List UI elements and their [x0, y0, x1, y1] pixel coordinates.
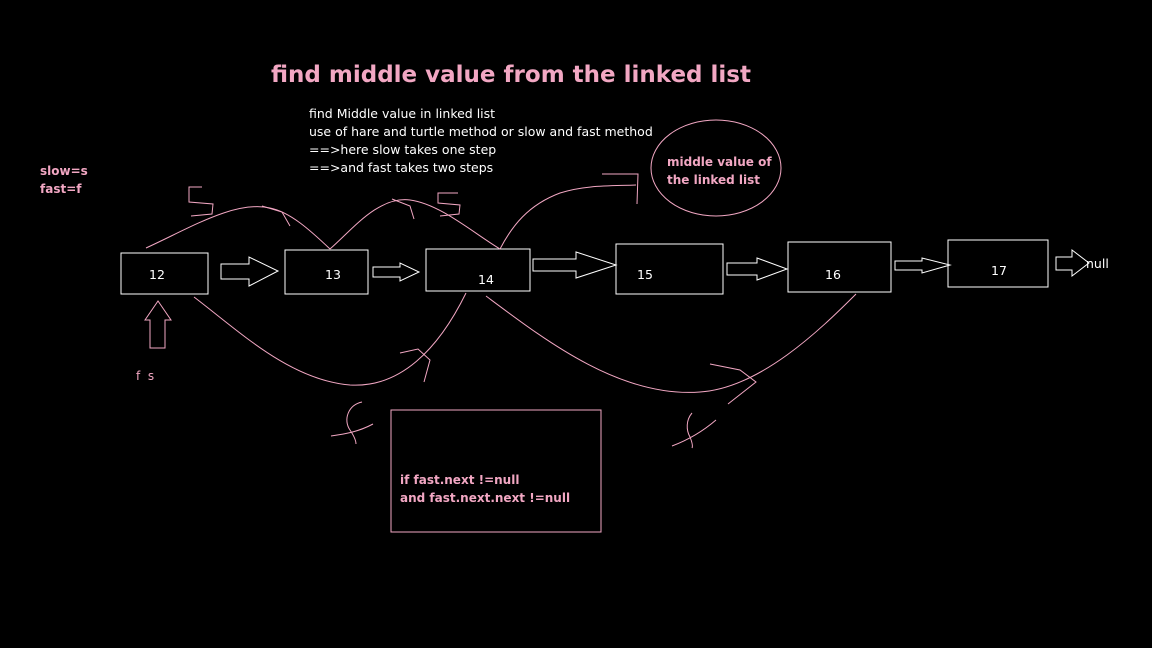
node-value-17: 17 — [991, 263, 1007, 278]
slow-arrowhead-2 — [391, 198, 415, 220]
pointer-label: f s — [136, 369, 154, 383]
slow-curve-13-14 — [329, 199, 501, 250]
null-label: null — [1086, 256, 1109, 271]
note-line-2: use of hare and turtle method or slow an… — [309, 124, 653, 139]
slow-arrowhead-3 — [602, 173, 639, 205]
slow-arrowhead-1 — [261, 205, 291, 227]
next-arrow-16-17 — [894, 257, 952, 274]
note-line-3: ==>here slow takes one step — [309, 142, 496, 157]
middle-note-line-2: the linked list — [667, 173, 760, 187]
fast-curve-14-16 — [485, 293, 857, 393]
legend-fast: fast=f — [40, 182, 82, 196]
middle-note-line-1: middle value of — [667, 155, 772, 169]
next-arrow-13-14 — [372, 262, 421, 282]
node-value-14: 14 — [478, 272, 494, 287]
condition-line-1: if fast.next !=null — [400, 473, 519, 487]
slow-curve-12-13 — [145, 206, 331, 250]
next-arrow-14-15 — [532, 251, 618, 279]
fast-step-mark-1 — [330, 401, 374, 445]
slow-step-mark-2 — [437, 192, 461, 217]
pointer-arrow — [144, 300, 172, 349]
diagram-title: find middle value from the linked list — [271, 62, 751, 88]
note-line-1: find Middle value in linked list — [309, 106, 495, 121]
node-value-16: 16 — [825, 267, 841, 282]
legend-slow: slow=s — [40, 164, 88, 178]
node-box-17 — [947, 239, 1049, 288]
next-arrow-12-13 — [220, 256, 280, 287]
slow-step-mark-1 — [188, 186, 214, 217]
node-box-16 — [787, 241, 892, 293]
slow-curve-14-15 — [499, 184, 637, 250]
fast-curve-12-14 — [193, 292, 467, 386]
middle-value-ellipse — [650, 119, 782, 217]
fast-arrowhead-2 — [709, 363, 757, 405]
node-box-13 — [284, 249, 369, 295]
next-arrow-17-null — [1055, 248, 1090, 278]
node-value-15: 15 — [637, 267, 653, 282]
node-box-15 — [615, 243, 724, 295]
fast-arrowhead-1 — [399, 348, 431, 383]
condition-box — [390, 409, 602, 533]
node-box-14 — [425, 248, 531, 292]
note-line-4: ==>and fast takes two steps — [309, 160, 493, 175]
next-arrow-15-16 — [726, 257, 789, 281]
node-box-12 — [120, 252, 209, 295]
node-value-13: 13 — [325, 267, 341, 282]
node-value-12: 12 — [149, 267, 165, 282]
fast-step-mark-2 — [671, 412, 717, 449]
condition-line-2: and fast.next.next !=null — [400, 491, 570, 505]
